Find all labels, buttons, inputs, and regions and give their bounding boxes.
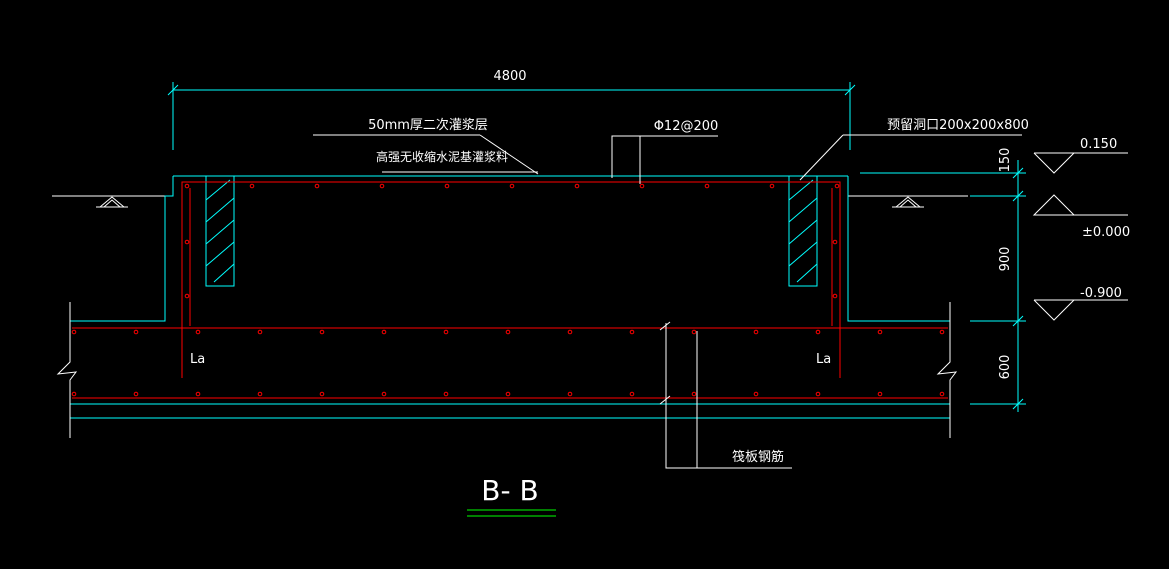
rebar-dot — [381, 329, 387, 335]
rebar-dot — [567, 329, 573, 335]
rebar-dot — [815, 329, 821, 335]
title-underline — [467, 509, 556, 517]
rebar-dot — [71, 329, 77, 335]
hole-hatching — [205, 179, 818, 283]
raft-rebar-label: 筏板钢筋 — [732, 449, 784, 465]
ground-hatch-symbol-left — [96, 196, 128, 208]
rebar-spec-label: Φ12@200 — [654, 119, 719, 134]
rebar-dot — [629, 329, 635, 335]
break-lines — [56, 302, 958, 438]
leader-lines — [313, 134, 1022, 469]
rebar-dot — [443, 391, 449, 397]
rebar-dot — [314, 183, 320, 189]
elevation-markers — [1032, 152, 1128, 321]
rebar-dot — [249, 183, 255, 189]
rebar-dot — [567, 391, 573, 397]
section-title: B- B — [481, 474, 538, 507]
dimension-150: 150 — [998, 148, 1013, 173]
rebar-dot — [509, 183, 515, 189]
rebar-dot — [184, 239, 190, 245]
rebar-lines — [72, 181, 948, 399]
rebar-dot — [381, 391, 387, 397]
rebar-dot — [184, 183, 190, 189]
rebar-dot — [834, 183, 840, 189]
anchor-length-left: La — [190, 352, 205, 367]
rebar-dot — [939, 391, 945, 397]
rebar-dot — [574, 183, 580, 189]
rebar-dot — [832, 293, 838, 299]
rebar-dot — [505, 329, 511, 335]
dimension-900: 900 — [998, 247, 1013, 272]
rebar-dot — [184, 293, 190, 299]
reserved-hole-left — [205, 175, 235, 287]
rebar-dot — [443, 329, 449, 335]
rebar-dot — [691, 329, 697, 335]
rebar-dot — [505, 391, 511, 397]
grout-material-label: 高强无收缩水泥基灌浆料 — [376, 149, 508, 164]
overall-dimension-label: 4800 — [493, 69, 526, 84]
reserved-hole-right — [788, 175, 818, 287]
rebar-dot — [691, 391, 697, 397]
concrete-outline — [70, 175, 950, 419]
dimension-600: 600 — [998, 355, 1013, 380]
reserved-hole-label: 预留洞口200x200x800 — [887, 118, 1029, 133]
rebar-dot — [639, 183, 645, 189]
rebar-dot — [815, 391, 821, 397]
grout-layer-label: 50mm厚二次灌浆层 — [368, 117, 488, 133]
rebar-dot — [257, 329, 263, 335]
rebar-dot — [769, 183, 775, 189]
rebar-dot — [877, 391, 883, 397]
elevation-0000: ±0.000 — [1082, 225, 1130, 240]
rebar-dot — [753, 391, 759, 397]
rebar-dot — [629, 391, 635, 397]
elevation-minus-0900: -0.900 — [1080, 286, 1122, 301]
dimension-lines — [167, 82, 1026, 412]
anchor-length-right: La — [816, 352, 831, 367]
rebar-dot — [379, 183, 385, 189]
rebar-dot — [195, 329, 201, 335]
rebar-dot — [133, 329, 139, 335]
rebar-dot — [319, 329, 325, 335]
rebar-dot — [71, 391, 77, 397]
rebar-dot — [939, 329, 945, 335]
rebar-dot — [319, 391, 325, 397]
rebar-dot — [753, 329, 759, 335]
rebar-dot — [133, 391, 139, 397]
ground-hatch-symbol-right — [892, 196, 924, 208]
rebar-dot — [704, 183, 710, 189]
rebar-dot — [832, 239, 838, 245]
rebar-dot — [195, 391, 201, 397]
rebar-dots — [71, 183, 945, 397]
rebar-dot — [257, 391, 263, 397]
rebar-dot — [444, 183, 450, 189]
rebar-dot — [877, 329, 883, 335]
elevation-0150: 0.150 — [1080, 137, 1117, 152]
